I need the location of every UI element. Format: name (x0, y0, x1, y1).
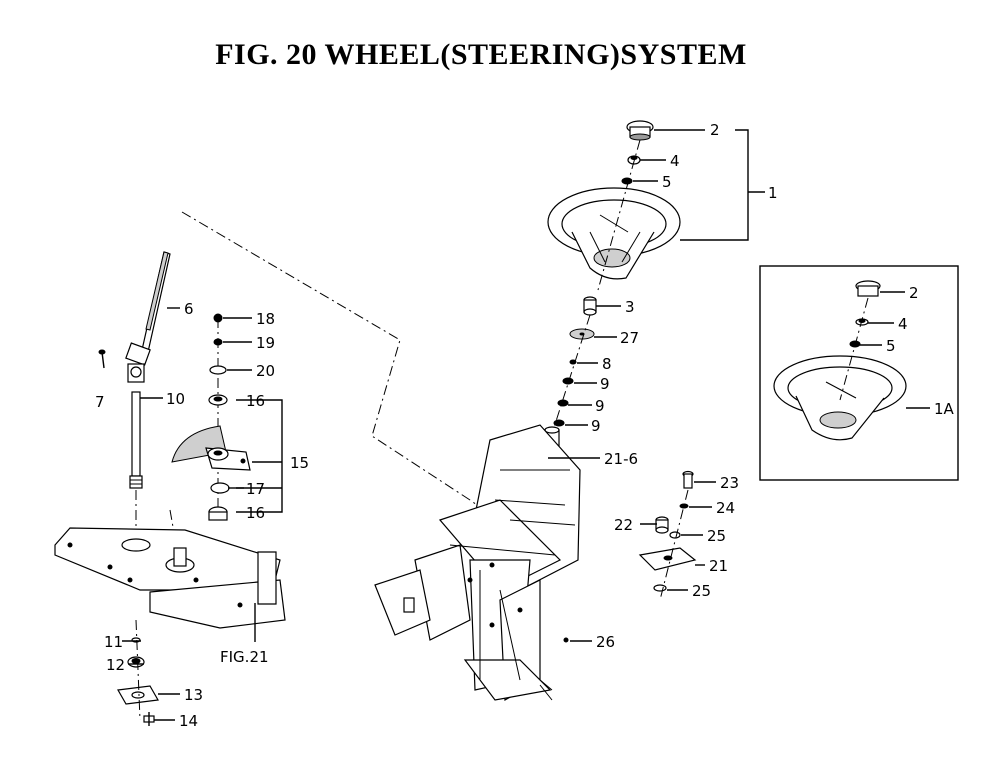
nut-18 (213, 313, 223, 323)
bolt-14 (143, 712, 155, 726)
callout-24: 24 (716, 499, 735, 517)
callout-9c: 9 (591, 417, 601, 435)
callout-26: 26 (596, 633, 615, 651)
spring-9c (553, 419, 565, 427)
leader-lines (122, 129, 930, 721)
horn-cap-inset (855, 280, 881, 297)
callout-11: 11 (104, 633, 123, 651)
cap-22 (655, 516, 669, 534)
callout-1: 1 (768, 184, 778, 202)
washer-20 (209, 365, 227, 375)
callout-25b: 25 (692, 582, 711, 600)
sector-gear-15 (171, 425, 251, 471)
washer-5 (621, 177, 633, 185)
callout-7: 7 (95, 393, 105, 411)
inset-box (759, 265, 959, 481)
callout-20: 20 (256, 362, 275, 380)
steering-shaft (125, 251, 171, 383)
steering-wheel-1a (773, 355, 907, 441)
bolt-23 (682, 470, 694, 489)
bearing-16b (208, 506, 228, 521)
callout-17: 17 (246, 480, 265, 498)
callout-10: 10 (166, 390, 185, 408)
figure-title: FIG. 20 WHEEL(STEERING)SYSTEM (215, 38, 747, 71)
steering-column-frame (374, 424, 581, 702)
callout-2-inset: 2 (909, 284, 919, 302)
shaft-10 (129, 391, 143, 489)
callout-fig21: FIG.21 (220, 648, 269, 666)
callout-23: 23 (720, 474, 739, 492)
callout-15: 15 (290, 454, 309, 472)
washer-25b (653, 584, 667, 592)
wheel-axis-line (597, 139, 641, 291)
washer-19 (213, 338, 223, 346)
spring-9a (562, 377, 574, 385)
horn-cap (626, 120, 654, 141)
callout-9a: 9 (600, 375, 610, 393)
nut-4-inset (855, 318, 869, 326)
callout-16a: 16 (246, 392, 265, 410)
nut-26 (563, 637, 569, 643)
callout-22: 22 (614, 516, 633, 534)
callout-13: 13 (184, 686, 203, 704)
bracket-21 (638, 547, 697, 571)
callout-25a: 25 (707, 527, 726, 545)
callout-12: 12 (106, 656, 125, 674)
washer-17 (210, 482, 230, 494)
pin-7 (98, 349, 106, 369)
callout-16b: 16 (246, 504, 265, 522)
spring-9b (557, 399, 569, 407)
callout-27: 27 (620, 329, 639, 347)
callout-18: 18 (256, 310, 275, 328)
callout-4: 4 (670, 152, 680, 170)
callout-4-inset: 4 (898, 315, 908, 333)
callout-21-6: 21-6 (604, 450, 638, 468)
callout-9b: 9 (595, 397, 605, 415)
bearing-12 (127, 656, 145, 668)
callout-2: 2 (710, 121, 720, 139)
callout-14: 14 (179, 712, 198, 730)
lower-axis-line (135, 619, 141, 721)
base-plate (54, 527, 286, 629)
bracket-15-lines (236, 399, 283, 513)
callout-5-inset: 5 (886, 337, 896, 355)
callout-6: 6 (184, 300, 194, 318)
inset-axis-line (839, 297, 869, 401)
washer-25a (669, 531, 681, 539)
bearing-16a (208, 394, 228, 406)
callout-19: 19 (256, 334, 275, 352)
ring-8 (569, 359, 577, 365)
steering-wheel (547, 187, 681, 280)
column-axis-line (549, 314, 591, 441)
callout-5: 5 (662, 173, 672, 191)
callout-21: 21 (709, 557, 728, 575)
bracket-axis-line (659, 489, 689, 601)
callout-8: 8 (602, 355, 612, 373)
bushing-3 (583, 296, 597, 316)
callout-3: 3 (625, 298, 635, 316)
callout-1A: 1A (934, 400, 955, 418)
washer-27 (569, 328, 595, 340)
flange-13 (117, 685, 159, 705)
